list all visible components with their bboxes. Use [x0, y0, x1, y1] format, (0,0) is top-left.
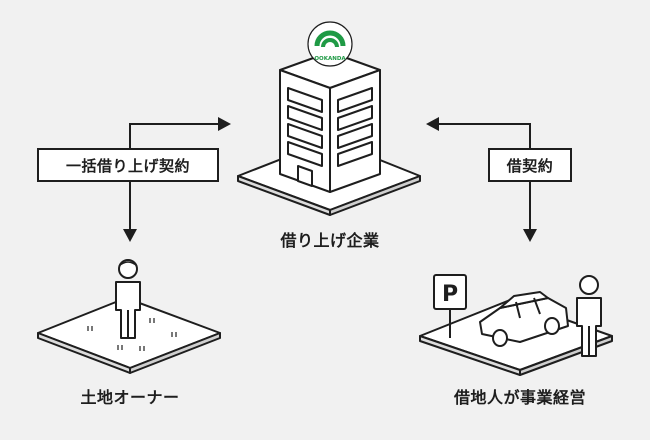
arrow-to-company-right	[426, 117, 439, 131]
arrow-to-landowner	[123, 229, 137, 242]
logo-text: OOKANDA	[314, 56, 346, 62]
grass-marks	[87, 318, 177, 351]
parking-sign-letter: P	[442, 282, 458, 307]
node-label-landowner: 土地オーナー	[80, 388, 180, 407]
edge-label-bulk-lease: 一括借り上げ契約	[37, 148, 219, 182]
connector-lease	[438, 123, 531, 230]
arrow-to-company-left	[218, 117, 231, 131]
company-building	[237, 51, 421, 216]
ookanda-logo: OOKANDA	[307, 21, 353, 67]
parking-sign: P	[433, 274, 467, 338]
car-icon	[479, 291, 569, 347]
node-label-tenant: 借地人が事業経営	[453, 388, 587, 407]
node-label-company: 借り上げ企業	[280, 231, 380, 250]
edge-label-lease: 借契約	[488, 148, 572, 182]
arrow-to-tenant	[523, 229, 537, 242]
landowner-person	[115, 259, 141, 339]
tenant-person	[576, 275, 602, 357]
connector-bulk-lease	[129, 123, 218, 230]
